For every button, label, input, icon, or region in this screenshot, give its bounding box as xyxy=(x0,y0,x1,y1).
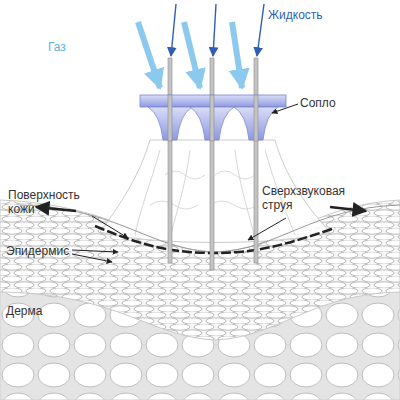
leader-line xyxy=(248,218,286,240)
liquid-tube xyxy=(254,58,258,263)
liquid-arrow xyxy=(171,4,176,56)
leader-line xyxy=(272,104,298,113)
gas-arrow xyxy=(138,22,160,88)
spread-arrow xyxy=(36,207,76,211)
jet-shock xyxy=(150,171,258,209)
liquid-tube xyxy=(168,95,172,141)
liquid-tube xyxy=(254,95,258,141)
leader-line xyxy=(72,254,112,262)
liquid-label: Жидкость xyxy=(268,8,358,22)
epidermis-label: Эпидермис xyxy=(6,244,86,258)
liquid-tube xyxy=(168,58,172,263)
leader-line xyxy=(72,250,118,252)
liquid-arrow xyxy=(213,4,216,56)
liquid-tube xyxy=(210,95,214,141)
liquid-arrow xyxy=(257,4,264,56)
gas-arrow xyxy=(232,22,242,88)
skin-surface-label: Поверхность кожи xyxy=(8,188,100,216)
gas-label: Газ xyxy=(48,40,98,54)
liquid-tube xyxy=(210,58,214,270)
spread-arrow xyxy=(330,207,366,211)
gas-arrow xyxy=(184,22,200,88)
leader-line xyxy=(92,216,128,238)
nozzle-label: Сопло xyxy=(300,96,380,110)
epidermis-boundary xyxy=(95,226,335,253)
dermis-label: Дерма xyxy=(6,304,76,318)
jet-label: Сверхзвуковая струя xyxy=(262,184,367,212)
